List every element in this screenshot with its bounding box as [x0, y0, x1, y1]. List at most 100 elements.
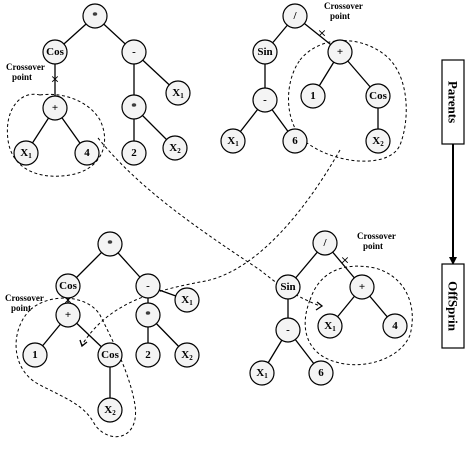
offspring-1-node: + — [55, 302, 81, 328]
offspring-2-node-label: Sin — [280, 281, 295, 293]
parent-2-node: / — [282, 3, 308, 29]
parent-2-crossover-mark: × — [317, 27, 326, 40]
offspring-1-node-label: * — [107, 238, 113, 250]
offspring-1-node: X1 — [174, 287, 200, 313]
parent-1-node-label: X1 — [172, 87, 184, 100]
offspring-1-node: Cos — [97, 342, 123, 368]
parent-1-node: X2 — [162, 135, 188, 161]
offspring-1-subtree-loop — [15, 297, 136, 438]
parent-2-node: + — [327, 39, 353, 65]
offspring-1-node-label: Cos — [59, 280, 77, 292]
parents-label: Parents — [446, 81, 461, 123]
transfer-arrowhead-1 — [315, 301, 324, 311]
parent-2-node-label: - — [263, 94, 267, 106]
parent-1-crossover-mark: × — [50, 73, 59, 86]
parent-2-node: 6 — [282, 128, 308, 154]
offspring-1-node: 1 — [22, 342, 48, 368]
offspring-1-node: X2 — [174, 342, 200, 368]
offspring-1-node-label: * — [145, 309, 151, 321]
parent-2-node-label: Cos — [369, 90, 387, 102]
offspring-1-node: * — [97, 231, 123, 257]
offspring-2-node-label: 4 — [392, 320, 398, 332]
offspring-2-node: - — [275, 317, 301, 343]
offspring-2-subtree-loop — [304, 265, 413, 366]
parent-2-node: X2 — [365, 128, 391, 154]
offspring-2-crossover-mark: × — [340, 254, 349, 267]
offspring-2-node: 6 — [308, 360, 334, 386]
offspring-1-node: Cos — [55, 273, 81, 299]
offspring-1-node-label: X2 — [181, 349, 193, 362]
offspring-1-node: 2 — [135, 342, 161, 368]
offspring-2-node: X1 — [317, 313, 343, 339]
offspring-2-node-label: X1 — [256, 367, 268, 380]
parent-1-node-label: X2 — [169, 142, 181, 155]
parent-2-node-label: + — [337, 46, 343, 58]
transfer-arrowhead-2 — [79, 339, 88, 348]
offspring-2-node-label: / — [322, 237, 327, 249]
parent-1-node-label: + — [52, 102, 58, 114]
offspring-1-node-label: - — [146, 280, 150, 292]
offspring-1-node: * — [135, 302, 161, 328]
parent-1-node: 2 — [121, 140, 147, 166]
parent-1-node-label: Cos — [46, 46, 64, 58]
parent-2-node-label: 1 — [310, 90, 316, 102]
offspring-1-node-label: 1 — [32, 349, 38, 361]
offspring-2-node: 4 — [382, 313, 408, 339]
parent-1-node-label: - — [132, 46, 136, 58]
parent-2-node: Cos — [365, 83, 391, 109]
offspring-1-node-label: X2 — [104, 404, 116, 417]
offspring-1-node: - — [135, 273, 161, 299]
parent-2-node: - — [252, 87, 278, 113]
offspring-1-node-label: Cos — [101, 349, 119, 361]
parent-2-node-label: X1 — [227, 135, 239, 148]
parent-2-subtree-loop — [288, 40, 407, 162]
offspring-2-node: X1 — [249, 360, 275, 386]
parent-1-node-label: * — [92, 10, 98, 22]
offspring-1-node: X2 — [97, 397, 123, 423]
offspring-2-node-label: + — [359, 281, 365, 293]
parent-1-node: Cos — [42, 39, 68, 65]
transfer-path-1 — [97, 137, 321, 307]
parent-1-node: X1 — [13, 140, 39, 166]
offspring-2-node: / — [312, 230, 338, 256]
parent-2-node-label: 6 — [292, 135, 298, 147]
offspring-2-node: + — [349, 274, 375, 300]
parent-2-node-label: Sin — [257, 46, 272, 58]
parent-2-node-label: / — [292, 10, 297, 22]
offspring-2-node-label: - — [286, 324, 290, 336]
offspring-1-node-label: + — [65, 309, 71, 321]
offspring-1-node-label: X1 — [181, 294, 193, 307]
offspring-label: OffSprin — [446, 281, 461, 332]
offspring-box: OffSprin — [441, 263, 465, 349]
offspring-2-node-label: X1 — [324, 320, 336, 333]
parent-2-node: 1 — [300, 83, 326, 109]
parent-1-node: + — [42, 95, 68, 121]
offspring-2-node-label: 6 — [318, 367, 324, 379]
offspring-1-crossover-mark: × — [63, 294, 72, 307]
subtree-boundaries — [6, 40, 413, 438]
parent-1-node: X1 — [165, 80, 191, 106]
parent-1-node-label: * — [131, 101, 137, 113]
parent-1-node: - — [121, 39, 147, 65]
parent-1-subtree-loop — [6, 93, 105, 177]
offspring-1-node-label: 2 — [145, 349, 151, 361]
offspring-2-node: Sin — [275, 274, 301, 300]
tree-edges — [25, 15, 396, 410]
parent-1-node: * — [121, 94, 147, 120]
parent-1-node: * — [82, 3, 108, 29]
parents-box: Parents — [441, 59, 465, 145]
parent-1-node-label: 4 — [84, 147, 90, 159]
parent-1-node-label: X1 — [20, 147, 32, 160]
parent-2-node-label: X2 — [372, 135, 384, 148]
parent-1-node-label: 2 — [131, 147, 137, 159]
parent-2-node: X1 — [220, 128, 246, 154]
parent-2-node: Sin — [252, 39, 278, 65]
transfer-path-2 — [81, 149, 341, 346]
